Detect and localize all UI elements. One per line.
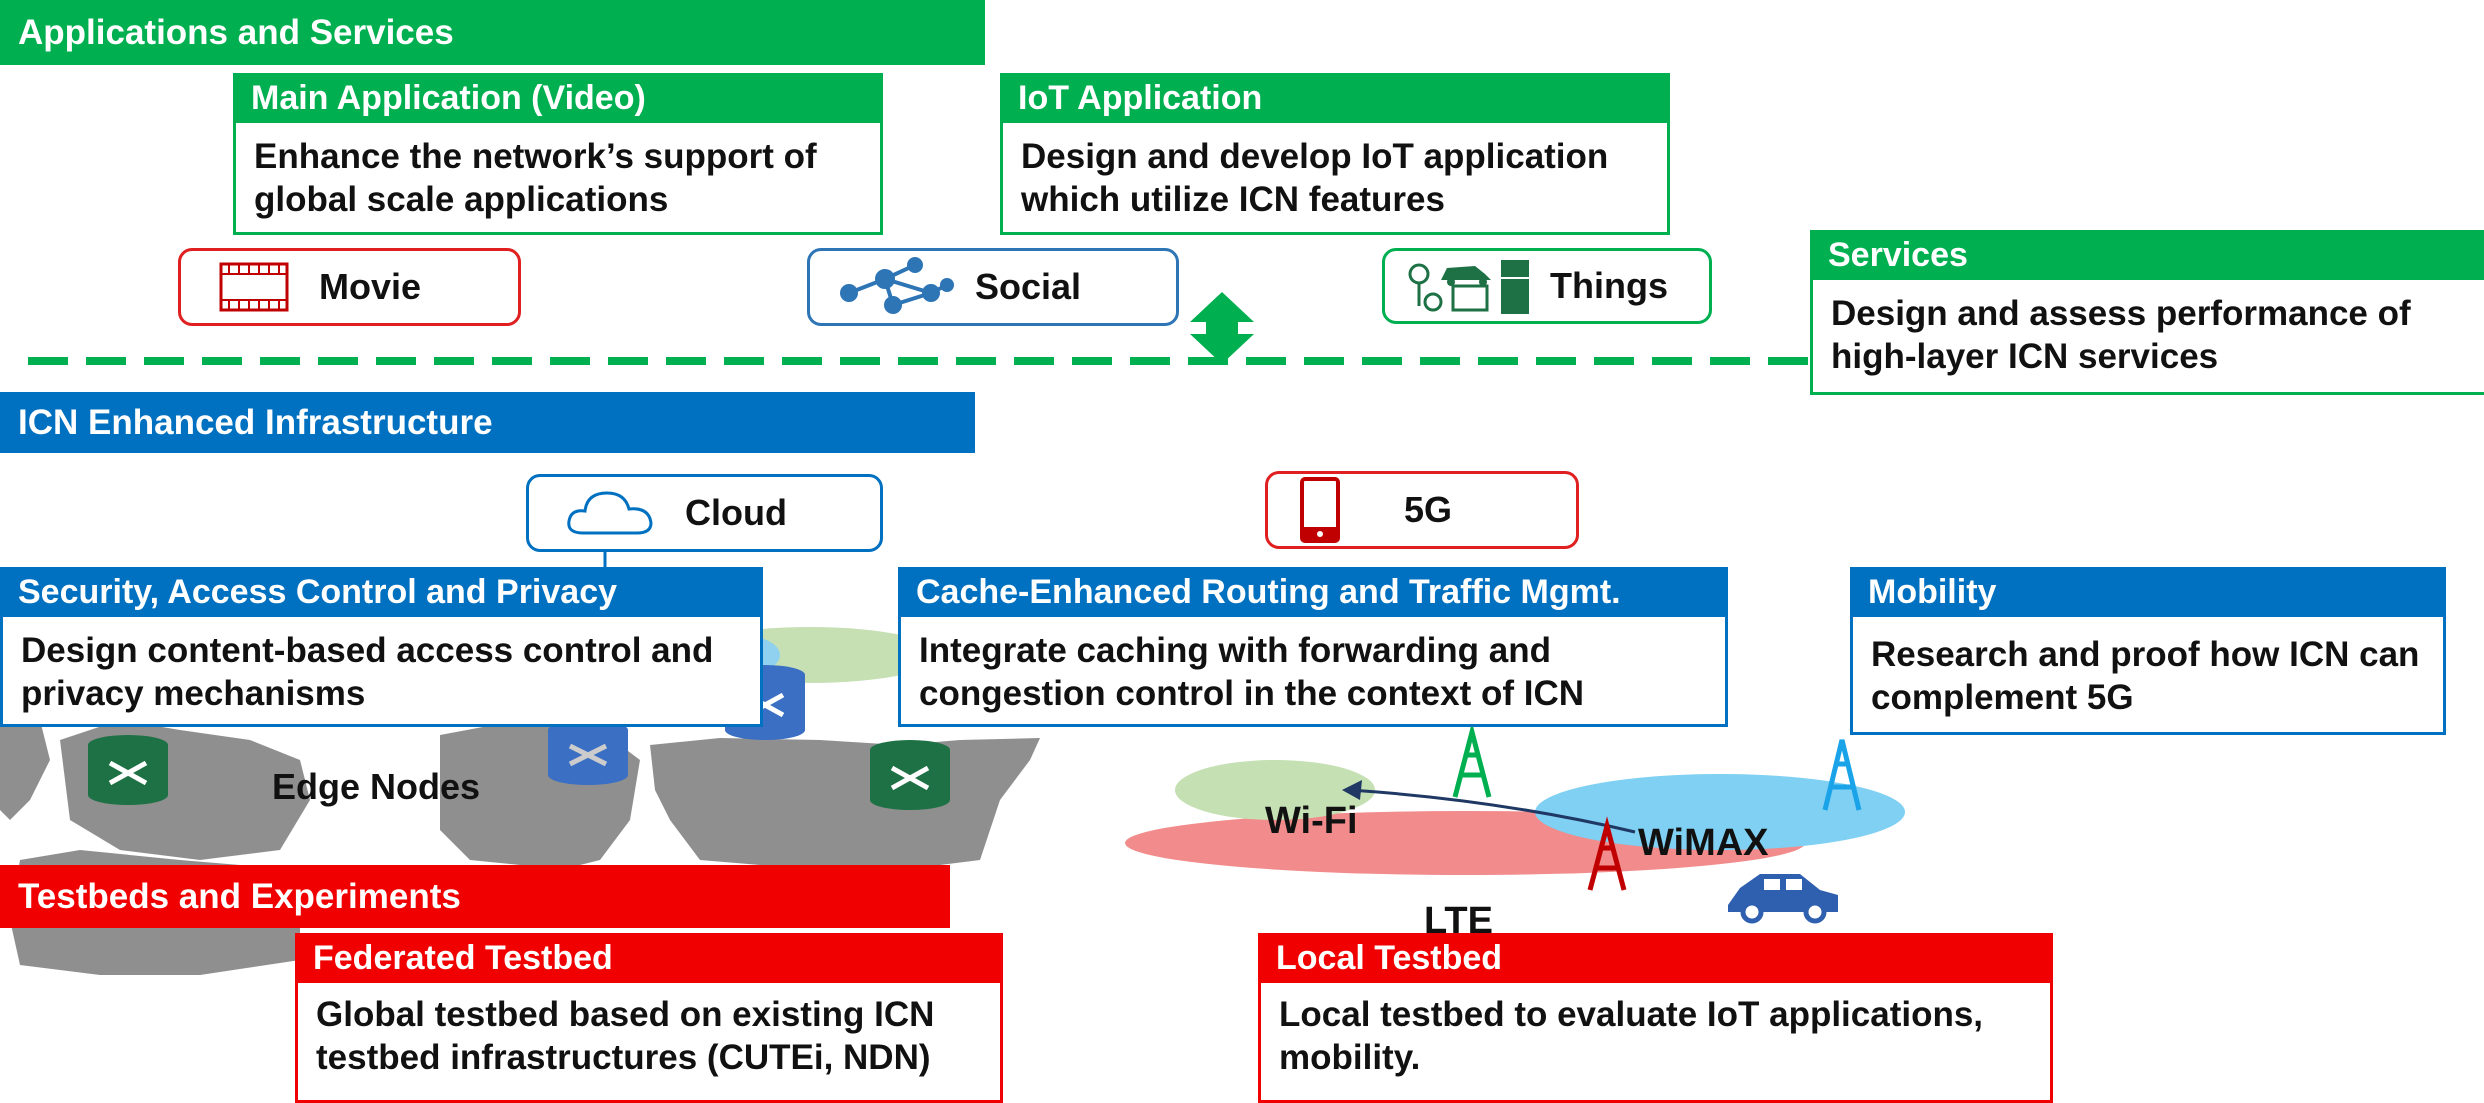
mobility-arrow <box>1349 788 1636 834</box>
iot-things-icon <box>1408 260 1529 314</box>
pill-label: Cloud <box>685 492 787 533</box>
wifi-coverage-ellipse <box>1175 760 1375 820</box>
edge-nodes-label: Edge Nodes <box>272 766 481 807</box>
security-access-control-box: Security, Access Control and Privacy Des… <box>0 567 763 727</box>
box-title: Federated Testbed <box>295 933 1003 983</box>
box-body: Research and proof how ICN can complemen… <box>1871 635 2420 717</box>
box-title: Security, Access Control and Privacy <box>0 567 763 617</box>
cloud-icon <box>567 491 653 535</box>
lte-tower-icon <box>1587 816 1627 891</box>
iot-application-box: IoT Application Design and develop IoT a… <box>1000 73 1670 235</box>
box-title: Local Testbed <box>1258 933 2053 983</box>
film-strip-icon <box>219 262 289 312</box>
main-application-box: Main Application (Video) Enhance the net… <box>233 73 883 235</box>
box-body: Enhance the network’s support of global … <box>254 137 817 219</box>
smartphone-icon <box>1300 477 1340 543</box>
services-box: Services Design and assess performance o… <box>1810 230 2484 395</box>
cache-enhanced-routing-box: Cache-Enhanced Routing and Traffic Mgmt.… <box>898 567 1728 727</box>
federated-testbed-box: Federated Testbed Global testbed based o… <box>295 933 1003 1103</box>
box-body: Design and assess performance of high-la… <box>1831 294 2411 376</box>
box-body: Design and develop IoT application which… <box>1021 137 1609 219</box>
social-network-icon <box>840 257 954 314</box>
router-icon <box>88 735 168 805</box>
up-down-arrow-icon <box>1190 292 1254 364</box>
box-body: Local testbed to evaluate IoT applicatio… <box>1279 995 1984 1077</box>
local-testbed-box: Local Testbed Local testbed to evaluate … <box>1258 933 2053 1103</box>
wifi-tower-icon <box>1452 722 1492 798</box>
box-title: Cache-Enhanced Routing and Traffic Mgmt. <box>898 567 1728 617</box>
fiveg-pill: 5G <box>1265 471 1579 549</box>
router-icon <box>870 740 950 810</box>
cloud-pill: Cloud <box>526 474 883 552</box>
box-title: IoT Application <box>1000 73 1670 123</box>
social-pill: Social <box>807 248 1179 326</box>
pill-label: Things <box>1550 265 1668 306</box>
wifi-label: Wi-Fi <box>1265 800 1358 842</box>
banner-icn-enhanced-infrastructure: ICN Enhanced Infrastructure <box>0 392 975 453</box>
box-body: Integrate caching with forwarding and co… <box>919 631 1584 713</box>
things-pill: Things <box>1382 248 1712 324</box>
car-icon <box>1728 874 1838 924</box>
banner-testbeds-and-experiments: Testbeds and Experiments <box>0 865 950 928</box>
box-title: Mobility <box>1850 567 2446 617</box>
box-body: Design content-based access control and … <box>21 631 714 713</box>
mobility-box: Mobility Research and proof how ICN can … <box>1850 567 2446 735</box>
movie-pill: Movie <box>178 248 521 326</box>
box-title: Main Application (Video) <box>233 73 883 123</box>
pill-label: Social <box>975 266 1082 307</box>
pill-label: Movie <box>319 266 422 307</box>
wimax-label: WiMAX <box>1638 822 1769 864</box>
router-icon <box>548 720 628 785</box>
box-title: Services <box>1810 230 2484 280</box>
banner-label: ICN Enhanced Infrastructure <box>18 402 493 442</box>
banner-label: Applications and Services <box>18 12 454 52</box>
wimax-tower-icon <box>1822 739 1862 811</box>
box-body: Global testbed based on existing ICN tes… <box>316 995 935 1077</box>
banner-applications-and-services: Applications and Services <box>0 0 985 65</box>
pill-label: 5G <box>1404 489 1453 530</box>
banner-label: Testbeds and Experiments <box>18 876 461 916</box>
